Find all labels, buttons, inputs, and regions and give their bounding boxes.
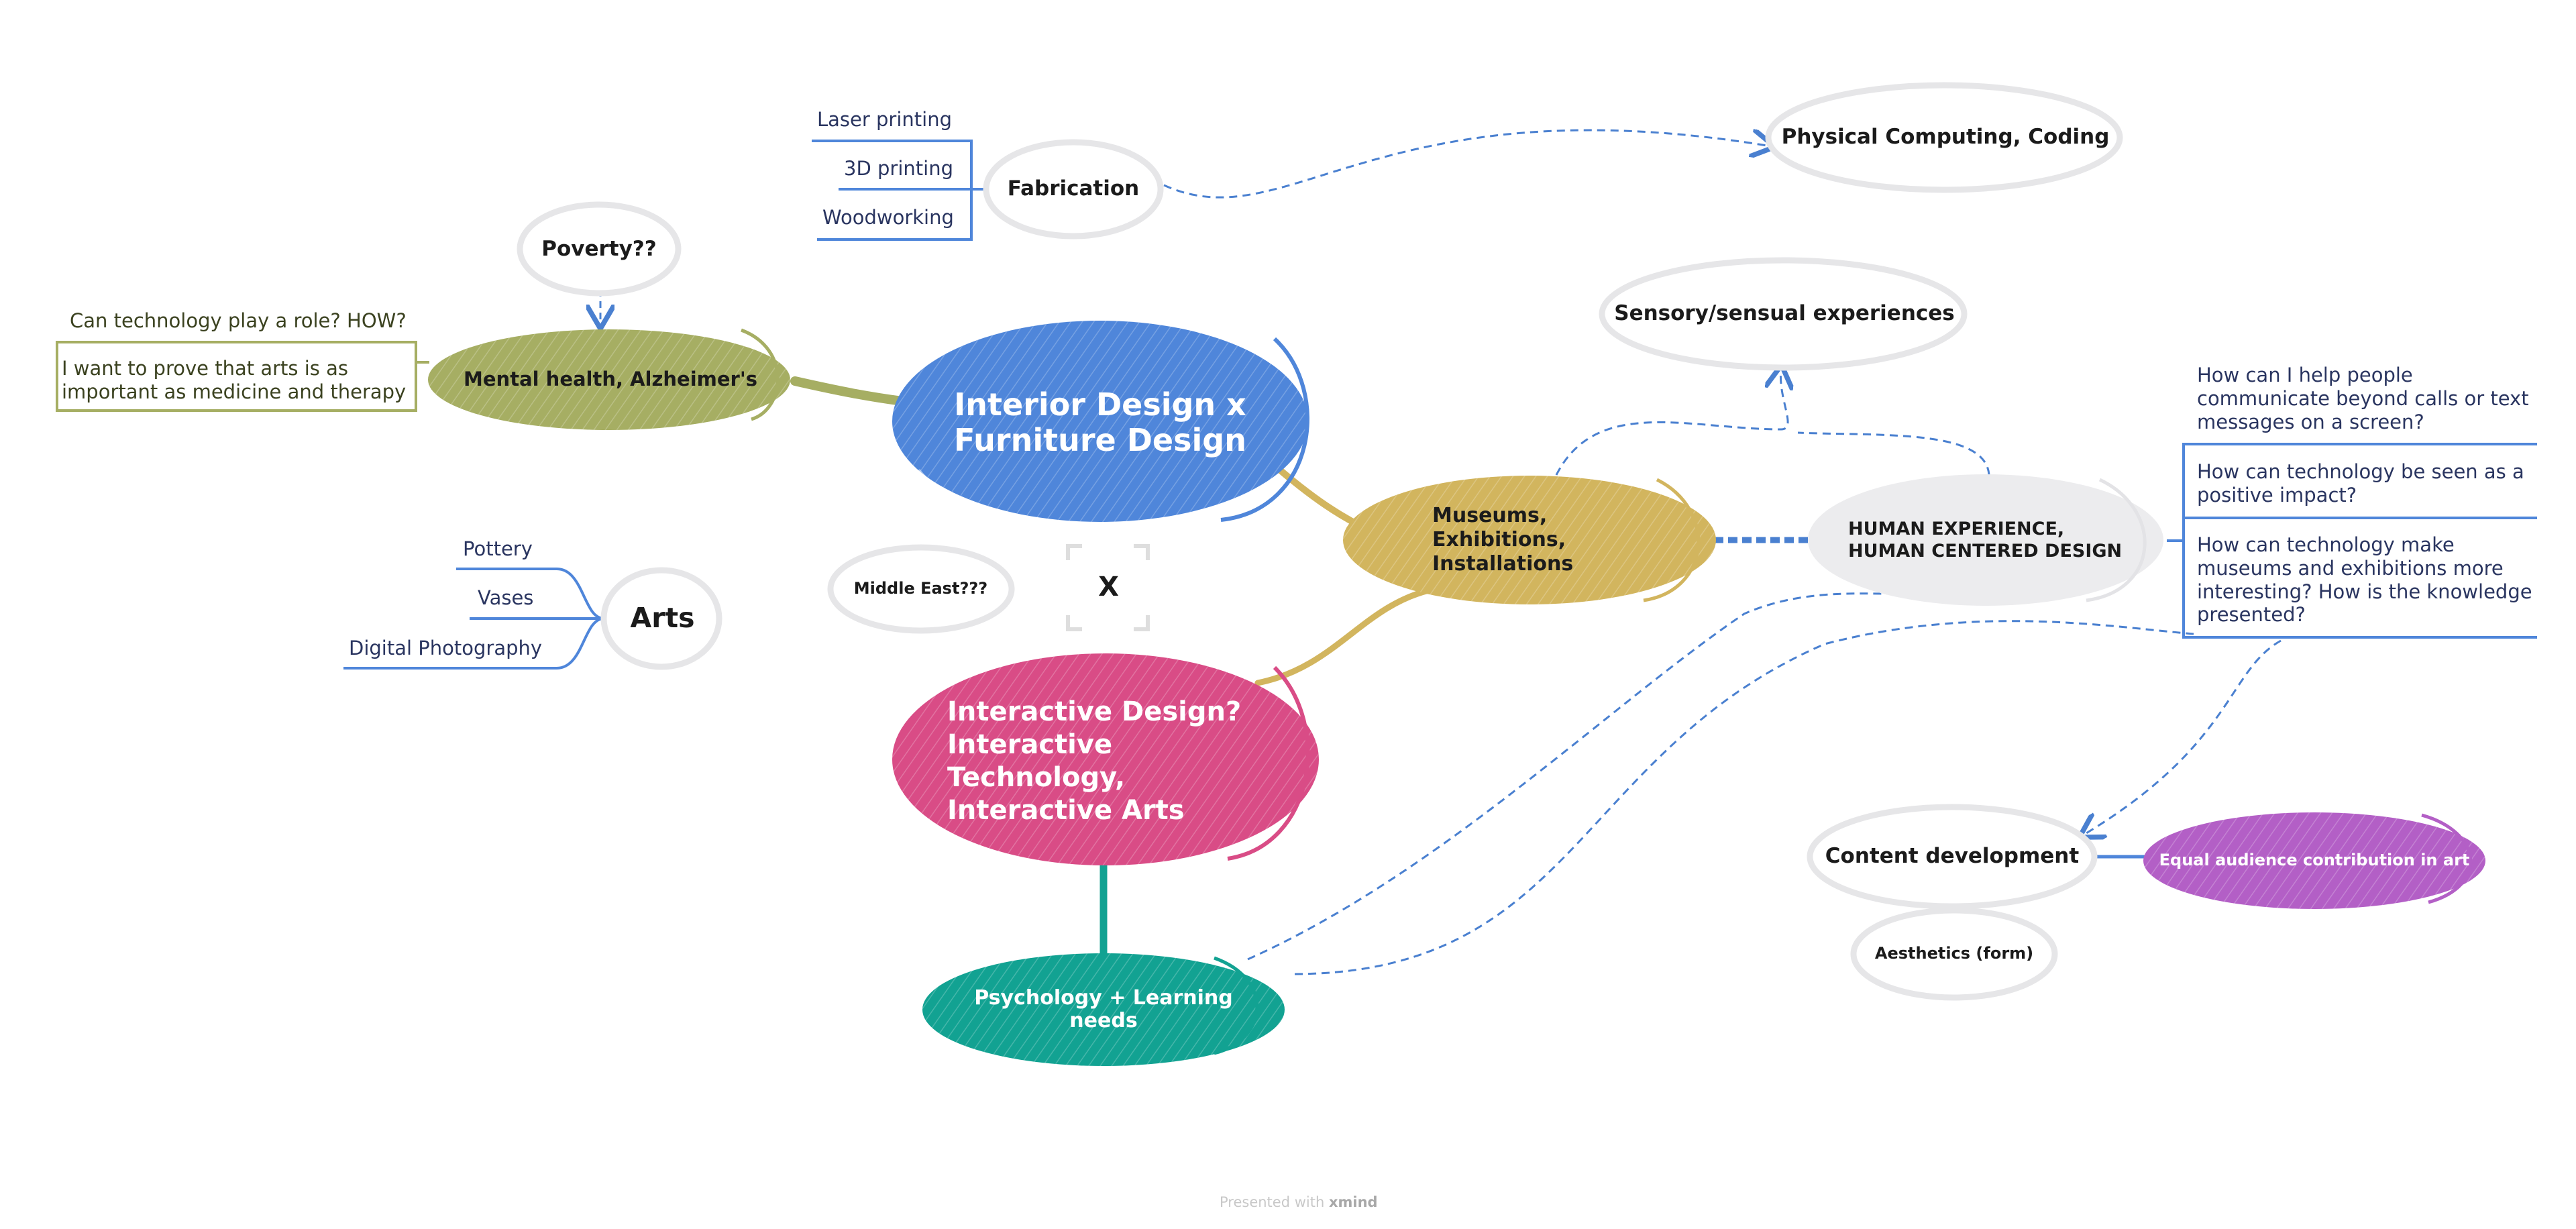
leaf-technology-role[interactable]: Can technology play a role? HOW? [70,309,407,332]
topic-poverty[interactable]: Poverty?? [541,237,657,262]
topic-middle-east[interactable]: Middle East??? [853,579,988,598]
question-communicate[interactable]: How can I help people communicate beyond… [2197,364,2529,433]
topic-fabrication[interactable]: Fabrication [1007,176,1140,201]
leaf-pottery[interactable]: Pottery [463,537,533,560]
floating-topic-marker[interactable]: X [1098,572,1119,602]
leaf-digital-photography[interactable]: Digital Photography [349,637,543,659]
leaf-3d-printing[interactable]: 3D printing [844,157,953,180]
leaf-laser-printing[interactable]: Laser printing [817,108,953,131]
central-topic-interactive-design[interactable]: Interactive Design? Interactive Technolo… [947,696,1242,826]
leaf-woodworking[interactable]: Woodworking [822,206,954,229]
topic-museums-exhibitions[interactable]: Museums, Exhibitions, Installations [1432,504,1574,576]
leaf-prove-arts[interactable]: I want to prove that arts is as importan… [62,357,407,403]
xmind-logo: xmind [1328,1194,1378,1210]
topic-sensory-experiences[interactable]: Sensory/sensual experiences [1614,301,1955,326]
topic-mental-health[interactable]: Mental health, Alzheimer's [464,368,757,391]
topic-arts[interactable]: Arts [630,602,695,635]
leaf-vases[interactable]: Vases [478,586,534,609]
topic-aesthetics[interactable]: Aesthetics (form) [1874,944,2034,963]
topic-content-development[interactable]: Content development [1825,844,2080,869]
footer-prefix: Presented with [1220,1194,1325,1210]
presented-with-footer: Presented with xmind [1220,1194,1378,1210]
question-positive-impact[interactable]: How can technology be seen as a positive… [2197,460,2524,506]
topic-psychology-learning[interactable]: Psychology + Learning needs [974,985,1233,1032]
topic-human-experience[interactable]: HUMAN EXPERIENCE, HUMAN CENTERED DESIGN [1848,519,2123,562]
topic-equal-audience[interactable]: Equal audience contribution in art [2159,851,2470,870]
central-topic-interior-design[interactable]: Interior Design x Furniture Design [954,386,1246,458]
topic-physical-computing[interactable]: Physical Computing, Coding [1781,125,2110,150]
question-museums-interesting[interactable]: How can technology make museums and exhi… [2197,533,2532,627]
